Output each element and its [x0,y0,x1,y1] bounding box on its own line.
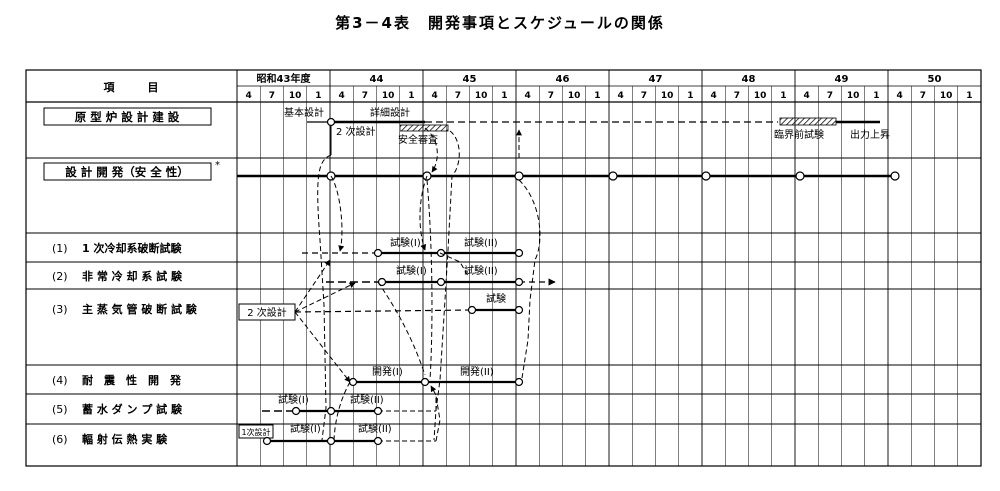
row-num-1: (1) [52,242,68,255]
month-label: 4 [803,91,809,101]
design-dev-schedule [237,171,900,181]
row-num-4: (4) [52,374,68,387]
radiation-heat-schedule [262,436,436,446]
month-label: 1 [594,91,600,101]
label-pre-critical-test: 臨界前試験 [774,128,824,141]
month-label: 10 [475,91,488,101]
label-test-2-row6: 試験(II) [358,422,392,435]
month-label: 7 [920,91,926,101]
year-label: 48 [742,74,756,85]
label-test-2-row5: 試験(II) [350,393,384,406]
water-dump-schedule [262,406,436,416]
month-label: 4 [617,91,623,101]
row-labels: 原 型 炉 設 計 建 設 設 計 開 発（安 全 性） * (1) 1 次冷却… [43,107,220,446]
month-label: 4 [431,91,437,101]
year-labels: 昭和43年度 44 45 46 47 48 49 50 [257,72,942,85]
month-label: 7 [734,91,740,101]
month-label: 1 [780,91,786,101]
row-label-marker: * [215,160,220,171]
year-label: 50 [928,74,942,85]
row-label-water-dump: 蓄 水 ダ ン プ 試 験 [82,402,183,416]
year-label: 49 [835,74,849,85]
row-label-primary-break: 1 次冷却系破断試験 [82,241,182,255]
month-label: 10 [940,91,953,101]
label-second-design: 2 次設計 [336,125,376,138]
row-num-2: (2) [52,270,68,283]
month-label: 10 [661,91,674,101]
label-safety-review: 安全審査 [398,133,438,146]
month-label: 7 [362,91,368,101]
label-test-1-row5: 試験(I) [278,393,309,406]
month-grid-lines [260,70,958,466]
row-label-box-design-dev [43,162,212,181]
label-basic-design: 基本設計 [284,106,324,119]
label-test-row3: 試験 [486,292,506,305]
item-header: 項 目 [104,81,159,94]
month-labels: 4 7 10 1 4 7 10 1 4 7 10 1 4 7 10 1 4 7 10 1 4 7 10 1 4 7 10 1 4 7 10 1 [245,91,972,101]
month-label: 7 [827,91,833,101]
plant-schedule [307,117,880,155]
month-label: 4 [710,91,716,101]
month-label: 1 [966,91,972,101]
month-label: 10 [754,91,767,101]
row-label-box-plant [43,107,212,126]
month-label: 4 [524,91,530,101]
row-num-6: (6) [52,433,68,446]
month-label: 4 [245,91,251,101]
label-power-ascension: 出力上昇 [850,128,890,141]
emergency-cooling-schedule [326,277,556,287]
year-label: 昭和43年度 [257,72,312,85]
steam-break-schedule [294,259,524,383]
month-label: 1 [501,91,507,101]
label-second-design-box: 2 次設計 [247,306,287,319]
month-label: 4 [338,91,344,101]
month-label: 1 [408,91,414,101]
row-num-3: (3) [52,303,68,316]
month-label: 10 [289,91,302,101]
seismic-schedule [348,377,524,387]
month-label: 10 [847,91,860,101]
table-title: 第3－4表 開発事項とスケジュールの関係 [335,14,665,32]
label-dev-2: 開発(II) [460,365,494,378]
year-label: 45 [463,74,477,85]
label-test-1-row6: 試験(I) [290,422,321,435]
month-label: 1 [687,91,693,101]
month-label: 7 [641,91,647,101]
row-label-design-dev: 設 計 開 発（安 全 性） [65,165,189,179]
month-label: 1 [873,91,879,101]
first-design-box [238,424,274,439]
row-label-seismic: 耐 震 性 開 発 [82,373,182,387]
label-test-2-row2: 試験(II) [464,264,498,277]
year-label: 47 [649,74,663,85]
row-num-5: (5) [52,403,68,416]
label-detailed-design: 詳細設計 [370,106,410,119]
label-test-1-row2: 試験(I) [396,264,427,277]
row-label-plant: 原 型 炉 設 計 建 設 [75,110,180,124]
label-dev-1: 開発(I) [372,365,403,378]
row-label-emergency-cooling: 非 常 冷 却 系 試 験 [82,269,183,283]
year-label: 44 [370,74,384,85]
month-label: 4 [896,91,902,101]
label-test-2-row1: 試験(II) [464,236,498,249]
label-first-design-box: 1次設計 [241,427,270,437]
row-label-radiation-heat: 輻 射 伝 熱 実 験 [82,432,168,446]
month-label: 7 [548,91,554,101]
month-label: 10 [568,91,581,101]
month-label: 1 [315,91,321,101]
label-test-1-row1: 試験(I) [390,236,421,249]
primary-break-schedule [302,248,524,258]
year-label: 46 [556,74,570,85]
month-label: 10 [382,91,395,101]
dependency-connectors [317,127,541,442]
month-label: 7 [269,91,275,101]
row-label-steam-break: 主 蒸 気 管 破 断 試 験 [82,302,198,316]
month-label: 7 [455,91,461,101]
